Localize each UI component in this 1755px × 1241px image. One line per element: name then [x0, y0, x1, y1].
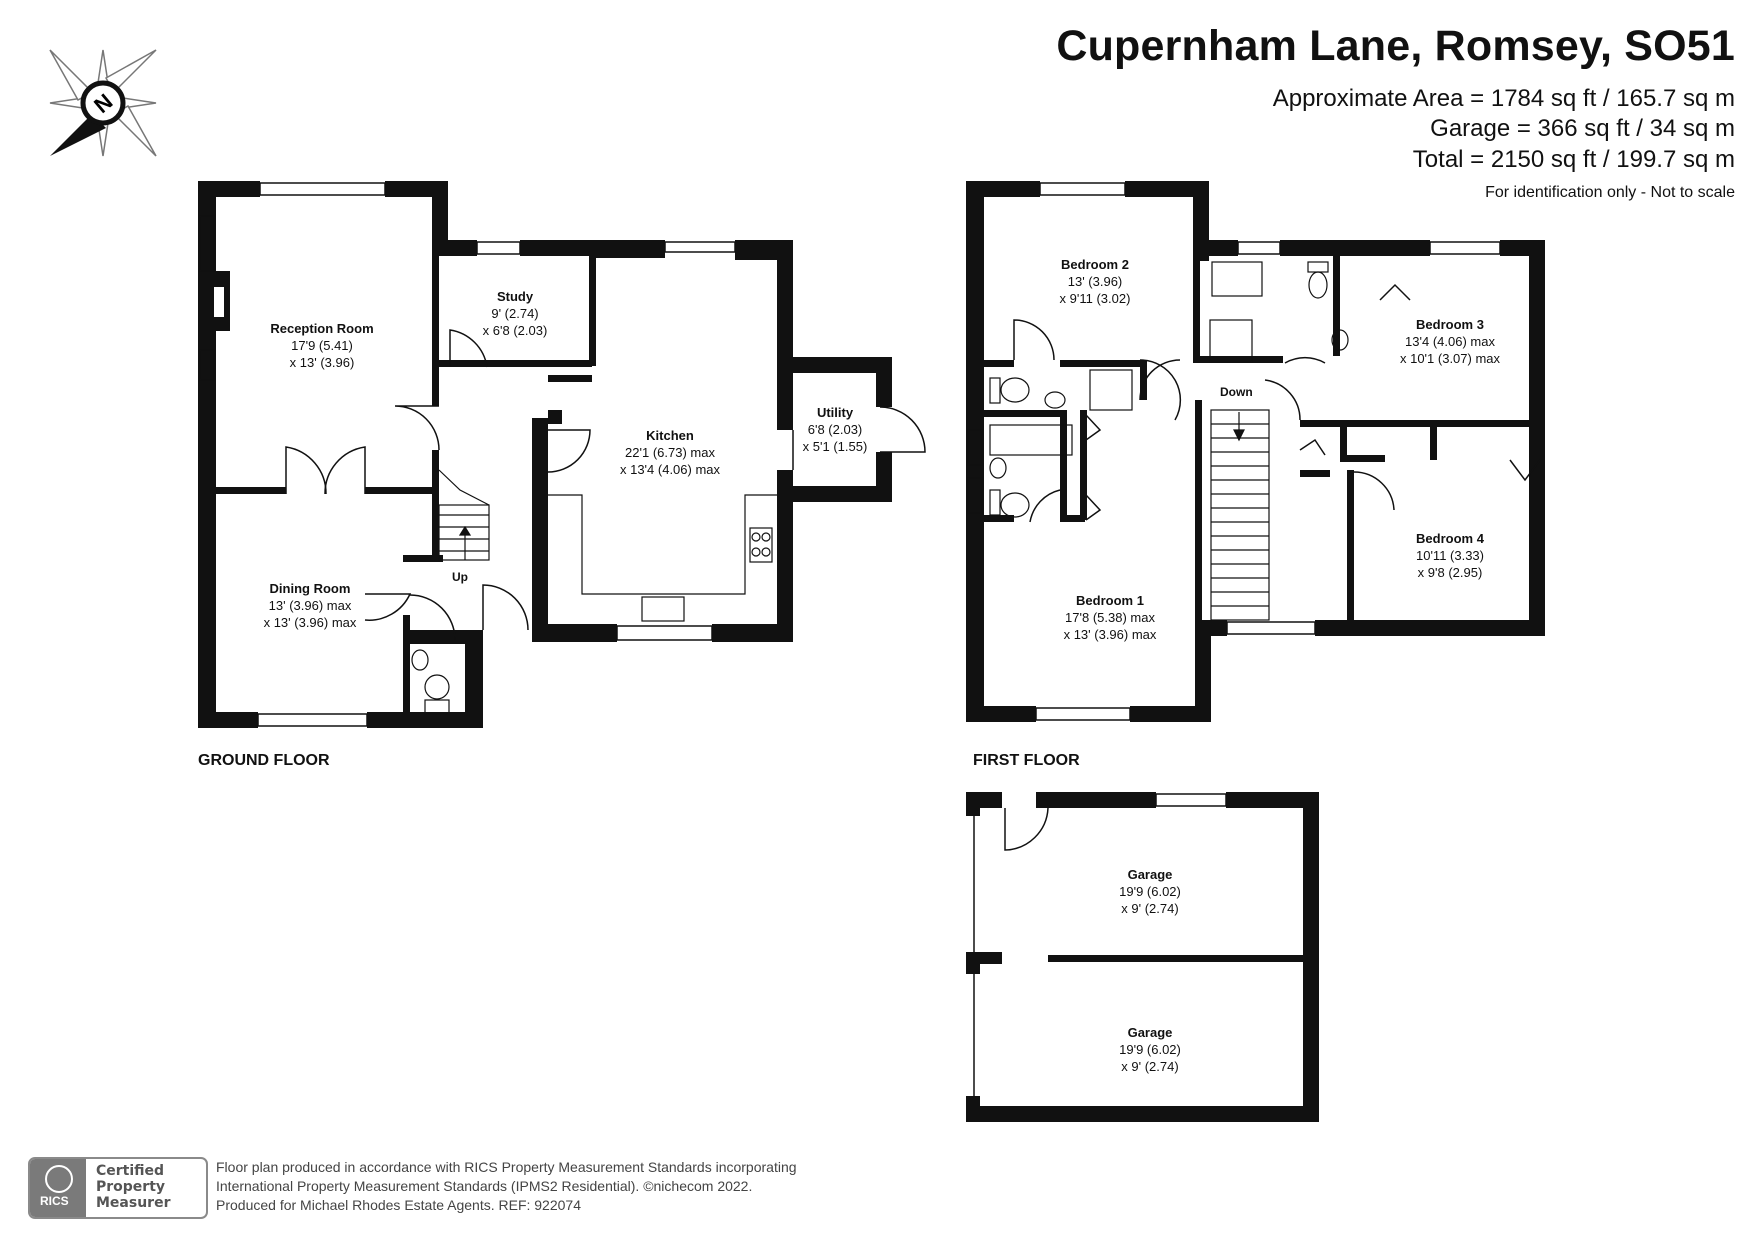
- footer-line-1: Floor plan produced in accordance with R…: [216, 1159, 797, 1175]
- room-name: Reception Room: [270, 321, 374, 336]
- rics-logo-text: RICS: [40, 1194, 69, 1208]
- room-dim: 17'9 (5.41): [291, 338, 353, 353]
- room-dim: 19'9 (6.02): [1119, 1042, 1181, 1057]
- footer-line-2: International Property Measurement Stand…: [216, 1178, 753, 1194]
- disclaimer-note: For identification only - Not to scale: [1485, 184, 1735, 201]
- room-garage-2: Garage 19'9 (6.02) x 9' (2.74): [1060, 1024, 1240, 1075]
- room-dim: 13' (3.96): [1067, 274, 1123, 289]
- room-dim: x 13' (3.96) max: [263, 615, 357, 630]
- room-name: Bedroom 1: [1076, 593, 1144, 608]
- room-bedroom-3: Bedroom 3 13'4 (4.06) max x 10'1 (3.07) …: [1370, 316, 1530, 367]
- footer-line-3: Produced for Michael Rhodes Estate Agent…: [216, 1197, 581, 1213]
- room-kitchen: Kitchen 22'1 (6.73) max x 13'4 (4.06) ma…: [590, 427, 750, 478]
- room-name: Bedroom 2: [1061, 257, 1129, 272]
- room-dining: Dining Room 13' (3.96) max x 13' (3.96) …: [220, 580, 400, 631]
- badge-line-2: Property: [96, 1179, 166, 1195]
- ground-floor-label: GROUND FLOOR: [198, 752, 330, 769]
- lion-icon: [45, 1165, 73, 1193]
- badge-line-1: Certified: [96, 1163, 165, 1179]
- room-garage-1: Garage 19'9 (6.02) x 9' (2.74): [1060, 866, 1240, 917]
- compass-icon: N: [48, 48, 158, 158]
- room-bedroom-4: Bedroom 4 10'11 (3.33) x 9'8 (2.95): [1370, 530, 1530, 581]
- room-dim: 17'8 (5.38) max: [1065, 610, 1155, 625]
- room-study: Study 9' (2.74) x 6'8 (2.03): [445, 288, 585, 339]
- room-dim: x 9' (2.74): [1121, 901, 1179, 916]
- room-dim: 10'11 (3.33): [1415, 548, 1484, 563]
- room-utility: Utility 6'8 (2.03) x 5'1 (1.55): [785, 404, 885, 455]
- room-dim: x 13' (3.96): [289, 355, 355, 370]
- room-dim: x 9'11 (3.02): [1059, 291, 1131, 306]
- room-dim: x 13'4 (4.06) max: [619, 462, 721, 477]
- approx-area: Approximate Area = 1784 sq ft / 165.7 sq…: [1272, 85, 1735, 112]
- room-dim: x 9'8 (2.95): [1417, 565, 1483, 580]
- room-dim: 13'4 (4.06) max: [1405, 334, 1495, 349]
- room-name: Bedroom 4: [1416, 531, 1484, 546]
- room-dim: x 6'8 (2.03): [482, 323, 548, 338]
- footer-notes: Floor plan produced in accordance with R…: [216, 1158, 797, 1215]
- room-name: Utility: [816, 405, 854, 420]
- room-reception: Reception Room 17'9 (5.41) x 13' (3.96): [232, 320, 412, 371]
- rics-logo: RICS: [30, 1159, 86, 1217]
- first-floor-label: FIRST FLOOR: [973, 752, 1080, 769]
- room-dim: 9' (2.74): [491, 306, 539, 321]
- room-name: Study: [496, 289, 534, 304]
- total-area: Total = 2150 sq ft / 199.7 sq m: [1412, 146, 1735, 173]
- room-dim: x 5'1 (1.55): [802, 439, 868, 454]
- room-name: Bedroom 3: [1416, 317, 1484, 332]
- rics-badge: RICS Certified Property Measurer: [28, 1157, 208, 1219]
- badge-line-3: Measurer: [96, 1195, 171, 1211]
- room-dim: 22'1 (6.73) max: [625, 445, 715, 460]
- room-dim: 6'8 (2.03): [807, 422, 863, 437]
- room-bedroom-1: Bedroom 1 17'8 (5.38) max x 13' (3.96) m…: [1030, 592, 1190, 643]
- room-dim: x 9' (2.74): [1121, 1059, 1179, 1074]
- stairs-down-label: Down: [1220, 385, 1253, 399]
- room-name: Dining Room: [269, 581, 351, 596]
- stairs-up-label: Up: [452, 570, 468, 584]
- room-name: Kitchen: [646, 428, 694, 443]
- room-dim: x 10'1 (3.07) max: [1399, 351, 1501, 366]
- room-dim: x 13' (3.96) max: [1063, 627, 1157, 642]
- room-name: Garage: [1127, 867, 1173, 882]
- room-name: Garage: [1127, 1025, 1173, 1040]
- room-dim: 19'9 (6.02): [1119, 884, 1181, 899]
- room-dim: 13' (3.96) max: [268, 598, 352, 613]
- room-bedroom-2: Bedroom 2 13' (3.96) x 9'11 (3.02): [1020, 256, 1170, 307]
- property-title: Cupernham Lane, Romsey, SO51: [1056, 22, 1735, 70]
- garage-area: Garage = 366 sq ft / 34 sq m: [1430, 115, 1735, 142]
